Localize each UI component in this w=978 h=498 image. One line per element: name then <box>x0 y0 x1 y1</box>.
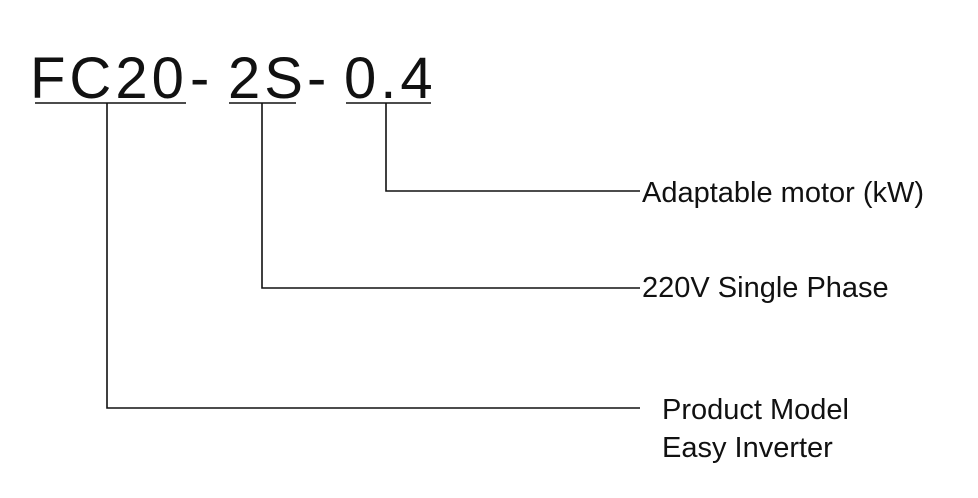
phase-leader-line <box>261 103 640 289</box>
model-series-text: FC20 <box>30 46 188 111</box>
product-leader-line <box>106 103 640 409</box>
model-power-code-text: 0.4 <box>344 46 437 111</box>
model-phase-code-text: 2S <box>228 46 307 111</box>
product-label-line-1: Product Model <box>662 394 849 426</box>
power-label: Adaptable motor (kW) <box>642 177 924 209</box>
phase-label: 220V Single Phase <box>642 272 889 304</box>
model-separator-2: - <box>307 46 330 111</box>
power-leader-line <box>385 103 640 192</box>
model-separator-1: - <box>190 46 213 111</box>
product-label-line-2: Easy Inverter <box>662 432 833 464</box>
